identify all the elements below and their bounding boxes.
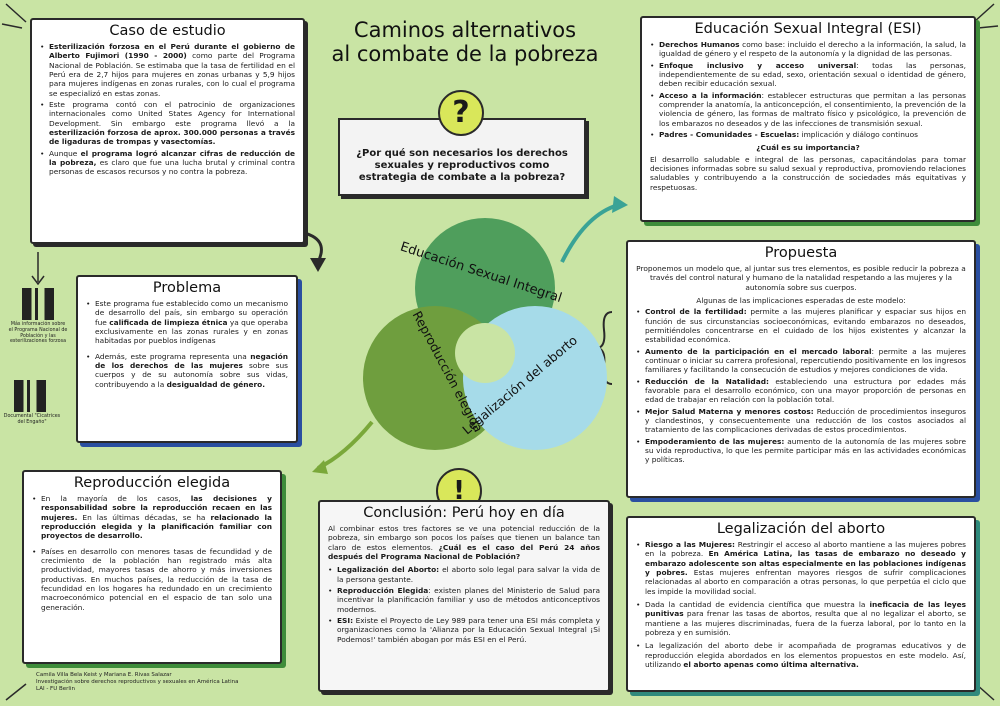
caso-box: Caso de estudio Esterilización forzosa e… [30,18,305,244]
list-item: Derechos Humanos como base: incluido el … [650,40,966,59]
problema-heading: Problema [152,280,222,296]
list-item: Dada la cantidad de evidencia científica… [636,600,966,637]
reproduccion-box: Reproducción elegida En la mayoría de lo… [22,470,282,664]
cycle-center [455,323,515,383]
propuesta-intro: Proponemos un modelo que, al juntar sus … [636,264,966,292]
credits-institution: LAI - FU Berlin [36,686,75,693]
propuesta-box: Propuesta Proponemos un modelo que, al j… [626,240,976,498]
aborto-list: Riesgo a las Mujeres: Restringir el acce… [628,538,974,669]
qr-caption-2: Documental "Cicatrices del Engaño" [3,414,61,425]
list-item: Mejor Salud Materna y menores costos: Re… [636,407,966,435]
question-text: ¿Por qué son necesarios los derechos sex… [356,148,568,183]
credits: Camila Villa Bela Keist y Mariana E. Riv… [36,672,238,693]
aborto-box: Legalización del aborto Riesgo a las Muj… [626,516,976,692]
list-item: Este programa contó con el patrocinio de… [40,100,295,147]
arrow-head-esi [612,196,628,213]
title-line-2: al combate de la pobreza [331,42,599,67]
qr-code-2[interactable] [14,380,46,412]
caso-heading: Caso de estudio [109,23,226,39]
list-item: Países en desarrollo con menores tasas d… [32,547,272,612]
problema-list: Este programa fue establecido como un me… [78,297,296,389]
list-item: Control de la fertilidad: permite a las … [636,307,966,344]
list-item: Reproducción Elegida: existen planes del… [328,586,600,614]
list-item: Enfoque inclusivo y acceso universal: to… [650,61,966,89]
conclusion-heading: Conclusión: Perú hoy en día [363,505,565,521]
list-item: Padres - Comunidades - Escuelas: implica… [650,130,966,140]
esi-box: Educación Sexual Integral (ESI) Derechos… [640,16,976,222]
credits-authors: Camila Villa Bela Keist y Mariana E. Riv… [36,672,172,678]
qr-caption-1: Más información sobre el Programa Nacion… [8,322,68,345]
list-item: Aumento de la participación en el mercad… [636,347,966,375]
poster-title: Caminos alternativos al combate de la po… [320,18,610,66]
esi-question: ¿Cuál es su importancia? [756,143,860,153]
aborto-heading: Legalización del aborto [716,521,886,537]
caso-list: Esterilización forzosa en el Perú durant… [32,40,303,177]
list-item: Además, este programa representa una neg… [86,352,288,389]
question-mark-icon: ? [438,90,484,136]
list-item: La legalización del aborto debe ir acomp… [636,641,966,669]
cycle-diagram: Educación Sexual Integral Reproducción e… [363,218,607,450]
list-item: Esterilización forzosa en el Perú durant… [40,42,295,98]
conclusion-intro: Al combinar estos tres factores se ve un… [328,524,600,561]
list-item: Legalización del Aborto: el aborto solo … [328,565,600,584]
reproduccion-list: En la mayoría de los casos, las decision… [24,492,280,612]
list-item: Empoderamiento de las mujeres: aumento d… [636,437,966,465]
qr-code-1[interactable] [22,288,54,320]
list-item: Aunque el programa logró alcanzar cifras… [40,149,295,177]
esi-heading: Educación Sexual Integral (ESI) [694,21,922,37]
esi-outro: El desarrollo saludable e integral de la… [650,154,966,192]
esi-list: Derechos Humanos como base: incluido el … [642,38,974,140]
list-item: Reducción de la Natalidad: estableciendo… [636,377,966,405]
list-item: ESI: Existe el Proyecto de Ley 989 para … [328,616,600,644]
propuesta-intro2: Algunas de las implicaciones esperadas d… [696,295,906,305]
reproduccion-heading: Reproducción elegida [73,475,231,491]
list-item: En la mayoría de los casos, las decision… [32,494,272,541]
list-item: Acceso a la información: establecer estr… [650,91,966,128]
list-item: Este programa fue establecido como un me… [86,299,288,346]
credits-project: Investigación sobre derechos reproductiv… [36,679,239,686]
conclusion-box: Conclusión: Perú hoy en día Al combinar … [318,500,610,692]
propuesta-heading: Propuesta [764,245,838,261]
list-item: Riesgo a las Mujeres: Restringir el acce… [636,540,966,596]
conclusion-list: Legalización del Aborto: el aborto solo … [320,561,608,644]
title-line-1: Caminos alternativos [353,18,577,42]
problema-box: Problema Este programa fue establecido c… [76,275,298,443]
propuesta-list: Control de la fertilidad: permite a las … [628,305,974,464]
